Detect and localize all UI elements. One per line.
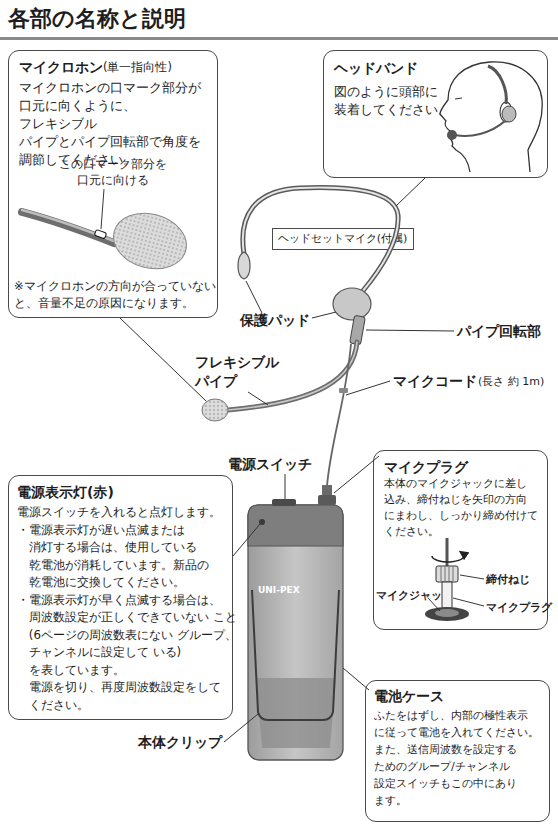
leader-line	[101, 189, 104, 229]
cord-plug	[322, 485, 332, 497]
mic-on-head	[447, 130, 457, 140]
pipe-rotor	[350, 315, 366, 344]
protect-pad	[238, 252, 250, 279]
leader-line	[343, 668, 369, 690]
headband	[243, 188, 398, 292]
body-clip	[252, 590, 339, 720]
leader-line	[312, 312, 336, 318]
flexible-pipe	[228, 342, 357, 410]
part-label: 保護パッド	[240, 311, 310, 329]
part-label: フレキシブル パイプ	[195, 353, 285, 391]
headband-highlight	[243, 188, 398, 292]
pipe-highlight	[22, 210, 114, 241]
power-switch	[272, 499, 296, 506]
jack-hole	[435, 609, 459, 617]
callout-heading: マイクロホン	[19, 58, 103, 76]
cord-detail	[446, 538, 449, 568]
plug-pin	[442, 582, 452, 608]
callout-text: 電源を切り、再度周波数設定をして ください。	[17, 679, 239, 714]
ear-pad	[502, 106, 516, 122]
pipe-highlight	[228, 342, 357, 410]
headband-on-head	[488, 66, 506, 104]
cord-clip	[339, 388, 348, 393]
callout-heading: 電池ケース	[374, 687, 444, 705]
boom-on-head	[455, 121, 505, 136]
callout-text: ※マイクロホンの方向が合っていない と、音量不足の原因になります。	[14, 278, 216, 312]
callout-text: マイクジャック	[376, 588, 453, 602]
part-label: UNI-PEX	[258, 584, 300, 596]
leader-line	[120, 318, 206, 401]
callout-text: 締付ねじ	[486, 572, 530, 586]
callout-text: この口マーク部分を 口元に向ける	[57, 156, 169, 188]
turn-arrow	[432, 553, 464, 562]
clip-pocket	[256, 678, 336, 748]
mic-jack	[425, 607, 469, 621]
callout-text: 図のように頭部に 装着してください。	[334, 83, 452, 119]
transmitter-body	[248, 505, 343, 760]
leader-line	[396, 178, 425, 206]
mic-foam	[107, 205, 192, 276]
page-title: 各部の名称と説明	[8, 5, 186, 33]
head-outline	[440, 62, 542, 172]
part-label: マイクコード	[393, 372, 477, 390]
part-label: 電源スイッチ	[228, 455, 312, 473]
ear-outline	[500, 102, 512, 122]
callout-box: マイクプラグ本体のマイクジャックに差し 込み、締付ねじを矢印の方向 にまわし、し…	[373, 450, 548, 630]
pipe-detail	[22, 212, 114, 243]
transmitter-top	[248, 505, 343, 546]
callout-box: 電源表示灯(赤)電源スイッチを入れると点灯します。・電源表示灯が遅い点滅または …	[8, 475, 233, 720]
callout-heading: マイクプラグ	[384, 458, 468, 476]
callout-box: マイクロホン(単一指向性) マイクロホンの口マーク部分が 口元に向くように、フレキ…	[8, 50, 218, 318]
part-label: 本体クリップ	[138, 733, 222, 751]
plug-nut	[318, 495, 336, 505]
leader-line	[460, 575, 484, 579]
lock-screw	[436, 566, 458, 582]
leader-line	[346, 381, 390, 395]
part-label: パイプ回転部	[457, 322, 541, 340]
title-rule	[0, 37, 558, 40]
callout-heading: ヘッドバンド	[334, 59, 418, 77]
leader-line	[428, 598, 440, 611]
callout-text: ふたをはずし、内部の極性表示 に従って電池を入れてください。 また、送信周波数を…	[374, 707, 546, 809]
knurl	[441, 567, 453, 581]
leader-line	[334, 456, 379, 493]
title-tag: ヘッドセットマイク(付属)	[272, 228, 414, 250]
callout-text: ・電源表示灯が遅い点滅または 消灯する場合は、使用している 乾電池が消耗していま…	[17, 522, 239, 592]
callout-text: ・電源表示灯が早く点滅する場合は、 周波数設定が正しくできていない こと(6ペー…	[17, 592, 239, 680]
callout-text: (単一指向性)	[103, 60, 172, 75]
part-label: (長さ 約 1m)	[478, 375, 544, 389]
power-lamp	[259, 519, 265, 525]
callout-heading: ヘッドセットマイク(付属)	[273, 232, 412, 246]
callout-text: 本体のマイクジャックに差し 込み、締付ねじを矢印の方向 にまわし、しっかり締め付…	[384, 476, 544, 540]
callout-box: ヘッドバンド図のように頭部に 装着してください。	[323, 50, 548, 178]
leader-line	[224, 714, 258, 742]
callout-heading: 電源表示灯(赤)	[17, 483, 114, 501]
leader-line	[285, 474, 286, 499]
callout-text: マイクロホンの口マーク部分が 口元に向くように、フレキシブル パイプとパイプ回転…	[19, 79, 213, 169]
protect-pad	[333, 288, 371, 320]
eye-mark	[455, 98, 462, 99]
leader-line	[248, 392, 268, 405]
leader-line	[366, 330, 454, 331]
mouth-mark	[94, 229, 106, 238]
mic-cord	[327, 344, 351, 486]
mic-foam	[202, 399, 228, 421]
callout-text: 電源スイッチを入れると点灯します。	[17, 504, 227, 522]
leader-line	[246, 281, 262, 313]
callout-box: 電池ケースふたをはずし、内部の極性表示 に従って電池を入れてください。 また、送…	[365, 680, 550, 822]
leader-line	[453, 598, 484, 606]
leader-line	[233, 524, 260, 556]
callout-text: マイクプラグ	[486, 600, 552, 614]
